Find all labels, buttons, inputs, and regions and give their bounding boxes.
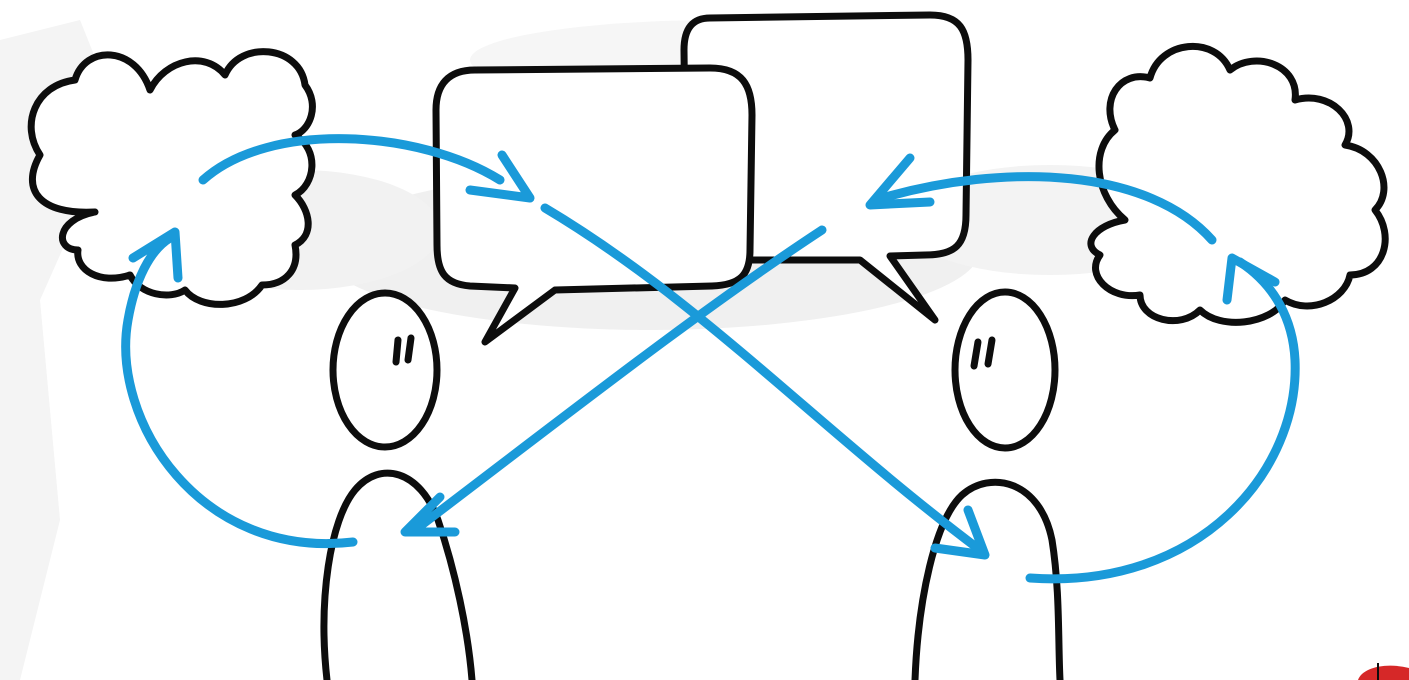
thought-cloud-left <box>31 52 312 305</box>
person-left-head <box>333 293 437 447</box>
person-right-head <box>955 292 1055 448</box>
thought-cloud-right <box>1091 46 1385 322</box>
person-left-eye <box>396 340 398 362</box>
person-right-eye <box>974 342 978 366</box>
person-left <box>324 293 472 680</box>
person-left-eye <box>408 338 411 360</box>
person-right <box>915 292 1060 680</box>
corner-mark-icon <box>1358 663 1409 680</box>
person-right-eye <box>988 340 992 364</box>
